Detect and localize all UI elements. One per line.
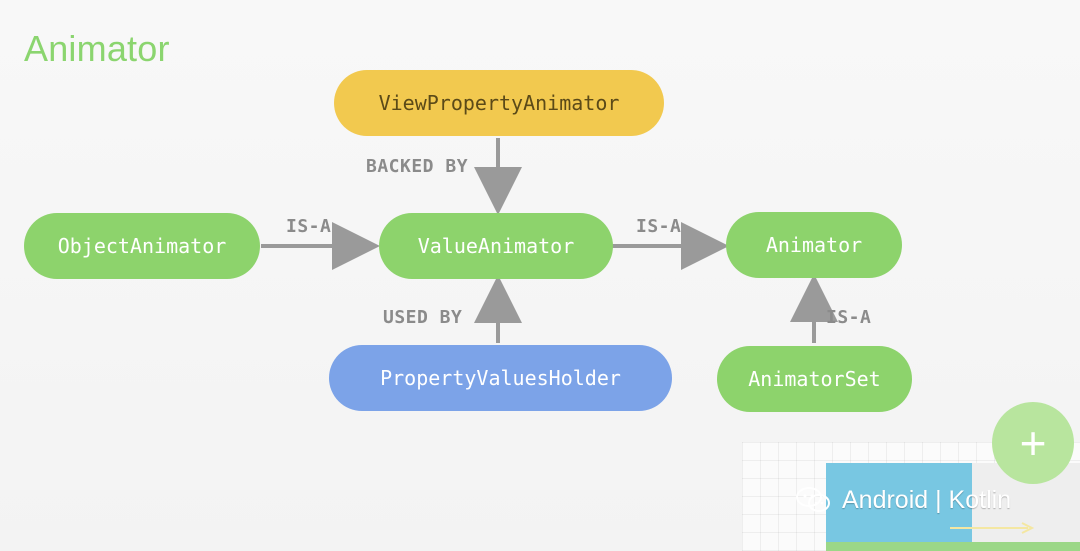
is-a-vertical-label: IS-A — [826, 307, 872, 328]
used-by-label: USED BY — [383, 307, 463, 328]
watermark-text: Android | Kotlin — [842, 485, 1012, 514]
value-animator-node: ValueAnimator — [379, 213, 613, 279]
wechat-icon — [794, 485, 834, 515]
corner-blue-panel — [826, 463, 972, 551]
corner-green-strip — [826, 542, 1080, 551]
object-animator-node: ObjectAnimator — [24, 213, 260, 279]
plus-icon: + — [1019, 417, 1047, 469]
slide-title: Animator — [24, 28, 170, 69]
watermark-arrow — [950, 522, 1035, 534]
property-values-holder-node: PropertyValuesHolder — [329, 345, 672, 411]
is-a-right-label: IS-A — [636, 216, 682, 237]
backed-by-label: BACKED BY — [366, 156, 469, 177]
view-property-animator-node: ViewPropertyAnimator — [334, 70, 664, 136]
animator-node: Animator — [726, 212, 902, 278]
watermark: Android | Kotlin — [794, 485, 1011, 515]
floating-add-button[interactable]: + — [992, 402, 1074, 484]
is-a-left-label: IS-A — [286, 216, 332, 237]
animator-set-node: AnimatorSet — [717, 346, 912, 412]
